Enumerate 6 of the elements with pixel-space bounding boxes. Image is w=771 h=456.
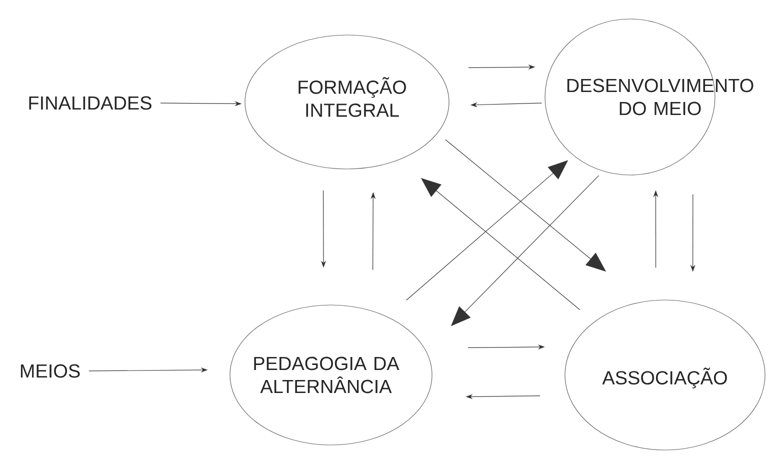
ellipse-node: DESENVOLVIMENTO DO MEIO (544, 18, 754, 176)
ellipse-node: PEDAGOGIA DA ALTERNÂNCIA (230, 304, 432, 446)
text-label: MEIOS (20, 364, 80, 378)
ellipse-node: ASSOCIAÇÃO (564, 300, 766, 450)
ellipse-node: FORMAÇÃO INTEGRAL (244, 34, 450, 170)
text-label: FINALIDADES (29, 96, 152, 110)
